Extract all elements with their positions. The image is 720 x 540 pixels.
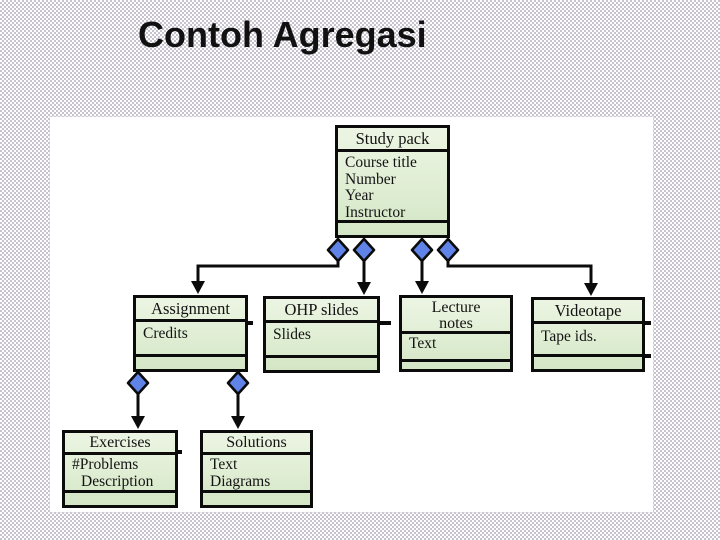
class-name: Videotape xyxy=(534,300,642,324)
class-attributes: Text xyxy=(402,334,510,359)
attribute: Diagrams xyxy=(210,472,271,490)
class-videotape: Videotape Tape ids. xyxy=(531,297,645,372)
class-attributes: Slides xyxy=(266,323,377,355)
class-name: OHP slides xyxy=(266,299,377,323)
attribute: Tape ids. xyxy=(541,328,597,345)
class-name: Study pack xyxy=(338,128,447,152)
class-ohp-slides: OHP slides Slides xyxy=(263,296,380,373)
class-lecture-notes: Lecture notes Text xyxy=(399,295,513,372)
class-attributes: Credits xyxy=(136,322,245,354)
attribute: Course title xyxy=(345,154,417,171)
attribute: #Problems xyxy=(72,456,139,473)
class-operations-empty xyxy=(534,354,642,369)
class-study-pack: Study pack Course title Number Year Inst… xyxy=(335,125,450,238)
class-name: Assignment xyxy=(136,298,245,322)
slide-title: Contoh Agregasi xyxy=(138,14,427,55)
attribute: Credits xyxy=(143,325,188,342)
attribute: Slides xyxy=(273,326,311,343)
class-operations-empty xyxy=(338,220,447,235)
class-operations-empty xyxy=(402,359,510,369)
class-attributes: Course title Number Year Instructor xyxy=(338,152,447,220)
class-assignment: Assignment Credits xyxy=(133,295,248,372)
class-name: Solutions xyxy=(203,433,310,455)
attribute: Description xyxy=(81,472,154,490)
attribute: Text xyxy=(210,456,238,473)
class-name: Lecture notes xyxy=(402,298,510,334)
attribute: Number xyxy=(345,170,396,188)
attribute: Text xyxy=(409,335,437,352)
class-attributes: Text Diagrams xyxy=(203,455,310,490)
class-operations-empty xyxy=(203,490,310,505)
class-exercises: Exercises #Problems Description xyxy=(62,430,178,508)
class-operations-empty xyxy=(266,355,377,370)
class-name: Exercises xyxy=(65,433,175,455)
class-attributes: Tape ids. xyxy=(534,324,642,354)
attribute: Year xyxy=(345,187,374,204)
class-solutions: Solutions Text Diagrams xyxy=(200,430,313,508)
attribute: Instructor xyxy=(345,203,406,220)
class-operations-empty xyxy=(65,490,175,505)
class-attributes: #Problems Description xyxy=(65,455,175,490)
class-operations-empty xyxy=(136,354,245,369)
